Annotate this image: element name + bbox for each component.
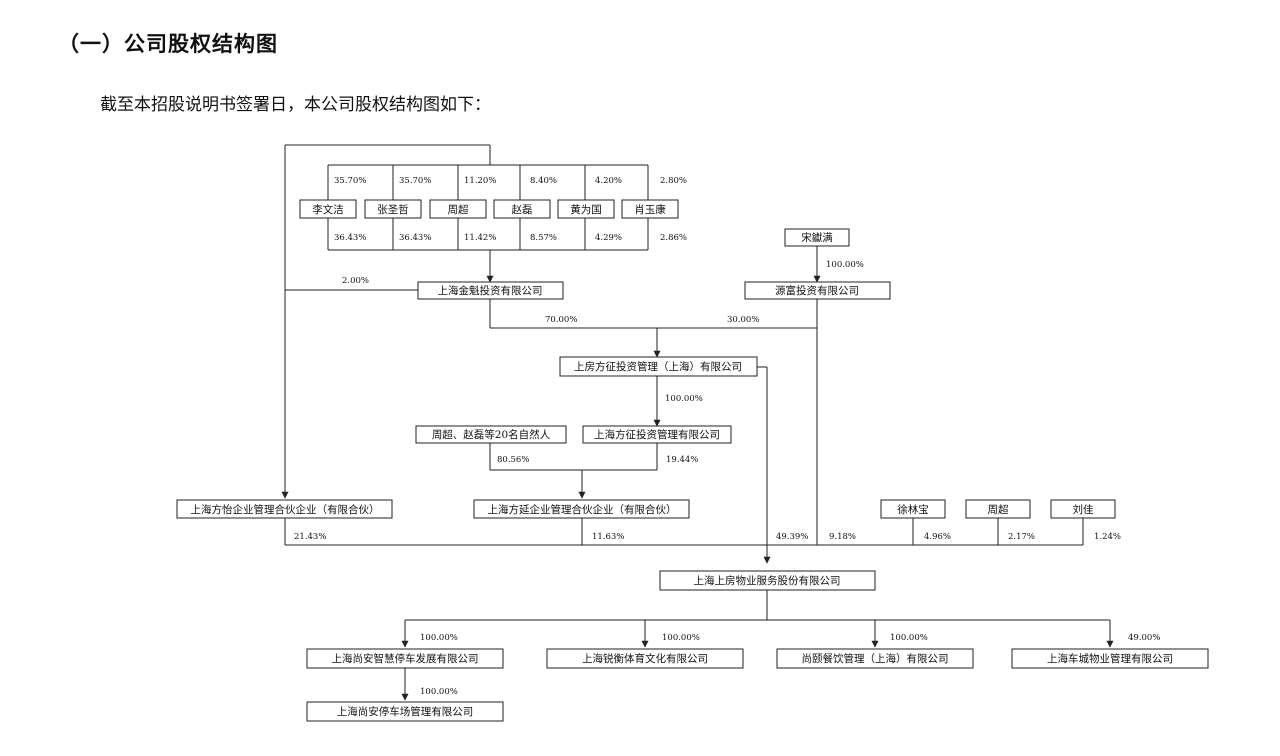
founder-box-1: 李文洁 — [299, 199, 357, 219]
fangzheng-mgmt-label: 上海方征投资管理有限公司 — [594, 428, 720, 441]
founder-box-6: 肖玉康 — [621, 199, 679, 219]
section-heading: （一）公司股权结构图 — [58, 32, 278, 56]
founder-name-4: 赵磊 — [512, 203, 533, 216]
founder-bottom-pct-3: 11.42% — [464, 233, 496, 243]
pct-parking-lot: 100.00% — [420, 687, 458, 697]
pct-group-fangyan: 80.56% — [497, 455, 529, 465]
founder-top-pct-5: 4.20% — [595, 176, 622, 186]
fangzheng-mgmt-box: 上海方征投资管理有限公司 — [582, 425, 732, 444]
pct-co-parking: 100.00% — [420, 633, 458, 643]
founder-bottom-pct-4: 8.57% — [530, 233, 557, 243]
liu-label: 刘佳 — [1073, 503, 1095, 516]
pct-jinkui-sf: 70.00% — [545, 315, 577, 325]
founder-name-1: 李文洁 — [312, 203, 344, 216]
founder-top-pct-3: 11.20% — [464, 176, 496, 186]
zhou-box: 周超 — [965, 499, 1031, 519]
founder-box-5: 黄为国 — [557, 199, 615, 219]
pct-co-ruiheng: 100.00% — [662, 633, 700, 643]
founder-bottom-pct-5: 4.29% — [595, 233, 622, 243]
yuanfu-box: 源富投资有限公司 — [744, 281, 891, 300]
pct-co-shangshun: 100.00% — [890, 633, 928, 643]
founders-group: 李文洁 张圣哲 周超 赵磊 黄为国 肖玉康 35.70% 35.70% 11.2… — [299, 176, 687, 243]
zhou-zhao-group-label: 周超、赵磊等20名自然人 — [432, 428, 551, 441]
pct-fangyan-co: 11.63% — [592, 532, 624, 542]
shangan-lot-label: 上海尚安停车场管理有限公司 — [337, 705, 474, 718]
pct-xu-co: 4.96% — [924, 532, 951, 542]
company-label: 上海上房物业服务股份有限公司 — [694, 574, 841, 587]
pct-yuanfu-sf: 30.00% — [727, 315, 759, 325]
connector-lines — [281, 144, 1114, 701]
xu-box: 徐林宝 — [880, 499, 946, 519]
pct-fangyi-co: 21.43% — [294, 532, 326, 542]
jinkui-box: 上海金魁投资有限公司 — [417, 281, 564, 300]
pct-sf-co: 49.39% — [776, 532, 808, 542]
founder-bottom-pct-2: 36.43% — [399, 233, 431, 243]
intro-text: 截至本招股说明书签署日，本公司股权结构图如下： — [100, 95, 491, 115]
founder-name-6: 肖玉康 — [634, 203, 666, 216]
ruiheng-label: 上海锐衡体育文化有限公司 — [582, 652, 708, 665]
ruiheng-box: 上海锐衡体育文化有限公司 — [546, 648, 744, 669]
zhou-zhao-group-box: 周超、赵磊等20名自然人 — [415, 425, 567, 444]
shangfang-fangzheng-label: 上房方征投资管理（上海）有限公司 — [574, 360, 742, 373]
pct-zhou-co: 2.17% — [1008, 532, 1035, 542]
zhou-label: 周超 — [988, 503, 1009, 516]
fangyan-box: 上海方延企业管理合伙企业（有限合伙） — [473, 499, 690, 519]
song-label: 宋钀满 — [801, 231, 833, 244]
liu-box: 刘佳 — [1050, 499, 1116, 519]
fangyi-box: 上海方怡企业管理合伙企业（有限合伙） — [176, 499, 393, 519]
pct-yuanfu-co: 9.18% — [829, 532, 856, 542]
founder-name-2: 张圣哲 — [377, 204, 409, 216]
shangan-parking-box: 上海尚安智慧停车发展有限公司 — [306, 648, 504, 669]
founder-top-pct-2: 35.70% — [399, 176, 431, 186]
yuanfu-label: 源富投资有限公司 — [775, 284, 859, 297]
founder-top-pct-4: 8.40% — [530, 176, 557, 186]
company-box: 上海上房物业服务股份有限公司 — [659, 570, 876, 591]
edge-percentages: 100.00% 2.00% 70.00% 30.00% 100.00% 80.5… — [294, 260, 1160, 697]
founder-name-5: 黄为国 — [570, 203, 602, 216]
founder-top-pct-6: 2.80% — [660, 176, 687, 186]
founder-top-pct-1: 35.70% — [334, 176, 366, 186]
pct-co-chechen: 49.00% — [1128, 633, 1160, 643]
pct-fzm-fangyan: 19.44% — [666, 455, 698, 465]
founder-box-4: 赵磊 — [493, 199, 551, 219]
chechen-box: 上海车城物业管理有限公司 — [1011, 648, 1209, 669]
founder-bottom-pct-6: 2.86% — [660, 233, 687, 243]
pct-sf-fzm: 100.00% — [665, 394, 703, 404]
shangan-parking-label: 上海尚安智慧停车发展有限公司 — [332, 652, 479, 665]
fangyan-label: 上海方延企业管理合伙企业（有限合伙） — [488, 503, 677, 516]
founder-box-3: 周超 — [429, 199, 487, 219]
jinkui-label: 上海金魁投资有限公司 — [438, 284, 543, 297]
pct-song-yuanfu: 100.00% — [826, 260, 864, 270]
pct-founders-fangyi: 2.00% — [342, 276, 369, 286]
shangshun-box: 尚颐餐饮管理（上海）有限公司 — [776, 648, 974, 669]
entity-boxes: 宋钀满 上海金魁投资有限公司 源富投资有限公司 上房方征投资管理（上海）有限公司… — [176, 228, 1209, 722]
shangfang-fangzheng-box: 上房方征投资管理（上海）有限公司 — [559, 356, 758, 377]
founder-name-3: 周超 — [448, 203, 469, 216]
xu-label: 徐林宝 — [897, 503, 929, 516]
chechen-label: 上海车城物业管理有限公司 — [1047, 652, 1173, 665]
pct-liu-co: 1.24% — [1094, 532, 1121, 542]
shangshun-label: 尚颐餐饮管理（上海）有限公司 — [802, 652, 949, 665]
founder-box-2: 张圣哲 — [364, 199, 422, 219]
shangan-lot-box: 上海尚安停车场管理有限公司 — [306, 701, 504, 722]
founder-bottom-pct-1: 36.43% — [334, 233, 366, 243]
song-box: 宋钀满 — [784, 228, 850, 247]
fangyi-label: 上海方怡企业管理合伙企业（有限合伙） — [191, 503, 380, 516]
